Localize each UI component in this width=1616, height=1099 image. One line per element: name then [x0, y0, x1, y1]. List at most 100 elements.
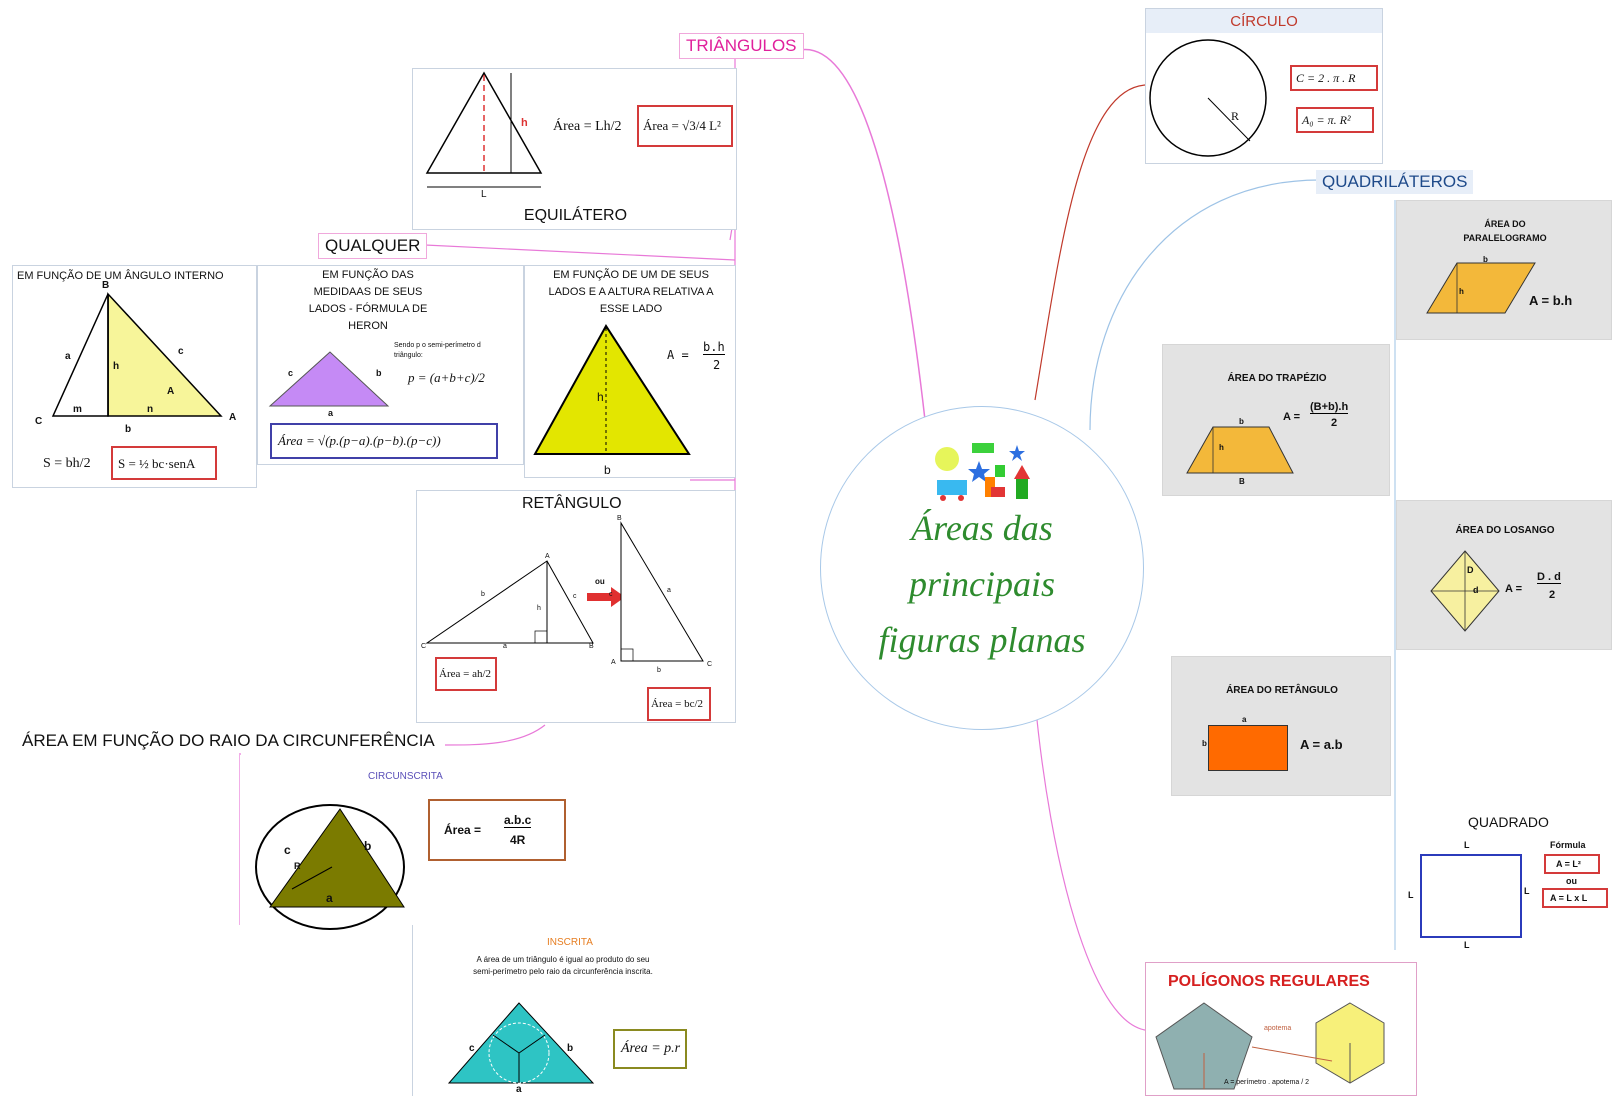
heron-triangle	[268, 351, 390, 407]
connector-triangulos	[799, 48, 926, 421]
retangulo-tri-figure-1	[425, 560, 594, 644]
inscrita-figure	[447, 1002, 595, 1084]
retangulo-tri2-label-C: C	[707, 661, 713, 668]
retangulo-tri-label-c: c	[573, 593, 577, 600]
angulo-label-A-inner: A	[167, 386, 175, 397]
circunscrita-label-b: b	[364, 839, 372, 853]
inscrita-label-c: c	[469, 1043, 475, 1054]
central-title-3: figuras planas	[878, 620, 1086, 660]
retangulo-tri-box1: Área = ah/2	[435, 657, 497, 691]
card-retangulo-tri[interactable]: RETÂNGULO A b c h C a B ou B c a A b C Á…	[416, 490, 736, 723]
branch-quadrilateros[interactable]: QUADRILÁTEROS	[1316, 170, 1474, 194]
circle-figure	[1149, 39, 1267, 157]
losango-figure	[1430, 550, 1500, 632]
card-losango[interactable]: ÁREA DO LOSANGO D d A = D . d 2	[1396, 500, 1612, 650]
inscrita-text-1: A área de um triângulo é igual ao produt…	[476, 955, 650, 964]
branch-qualquer[interactable]: QUALQUER	[318, 233, 428, 259]
equilateral-triangle	[425, 71, 543, 188]
circunscrita-formula-box: Área = a.b.c 4R	[428, 799, 566, 861]
paralelogramo-formula: A = b.h	[1529, 293, 1573, 308]
angulo-label-a: a	[65, 351, 71, 362]
retangulo-tri2-label-A: A	[611, 659, 616, 666]
retangulo-tri-figure-2	[620, 521, 704, 662]
card-circulo[interactable]: CÍRCULO R C = 2 . π . R A₀ = π. R²	[1145, 8, 1383, 164]
poligonos-figures	[1155, 1002, 1385, 1090]
trapezio-prefix: A =	[1283, 411, 1301, 423]
circunscrita-title: CIRCUNSCRITA	[368, 771, 443, 782]
card-trapezio[interactable]: ÁREA DO TRAPÉZIO b h B A = (B+b).h 2	[1162, 344, 1390, 496]
circunscrita-den: 4R	[510, 833, 526, 847]
card-quadrado[interactable]: QUADRADO L L L L Fórmula A = L² ou A = L…	[1396, 800, 1612, 956]
circunscrita-label-a: a	[326, 891, 333, 905]
angulo-formula-box: S = ½ bc·senA	[111, 446, 217, 480]
connector-poligonos	[1034, 699, 1146, 1031]
angulo-triangle	[51, 292, 223, 417]
heron-label-a: a	[328, 408, 334, 418]
paralelogramo-figure	[1426, 262, 1536, 314]
card-altura[interactable]: EM FUNÇÃO DE UM DE SEUS LADOS E A ALTURA…	[524, 265, 736, 478]
heron-title-1: EM FUNÇÃO DAS	[322, 269, 414, 281]
angulo-formula-box-text: S = ½ bc·senA	[118, 456, 196, 471]
equilatero-formula-box: Área = √3/4 L²	[637, 105, 733, 147]
heron-label-c: c	[288, 368, 294, 378]
quadrado-shape	[1420, 854, 1522, 938]
losango-title: ÁREA DO LOSANGO	[1455, 525, 1555, 536]
inscrita-label-a: a	[516, 1084, 522, 1095]
retangulo-formula: A = a.b	[1300, 737, 1343, 752]
branch-raio[interactable]: ÁREA EM FUNÇÃO DO RAIO DA CIRCUNFERÊNCIA	[16, 729, 441, 753]
retangulo-tri2-label-b: b	[657, 667, 661, 674]
branch-triangulos[interactable]: TRIÂNGULOS	[679, 33, 804, 59]
card-inscrita[interactable]: INSCRITA A área de um triângulo é igual …	[412, 925, 737, 1096]
heron-label-b: b	[376, 368, 382, 378]
retangulo-tri-box2: Área = bc/2	[647, 687, 711, 721]
trapezio-den: 2	[1331, 417, 1338, 429]
angulo-label-C: C	[35, 416, 43, 427]
losango-den: 2	[1549, 589, 1556, 601]
circulo-formula-1: C = 2 . π . R	[1290, 65, 1378, 91]
inscrita-text-2: semi-perímetro pelo raio da circunferênc…	[473, 967, 653, 976]
circunscrita-num: a.b.c	[504, 813, 532, 828]
card-equilatero[interactable]: h L Área = Lh/2 Área = √3/4 L² EQUILÁTER…	[412, 68, 737, 230]
circulo-label-R: R	[1231, 109, 1240, 123]
quadrado-title: QUADRADO	[1468, 814, 1549, 830]
circulo-formula-2: A₀ = π. R²	[1296, 107, 1374, 133]
inscrita-label-b: b	[567, 1043, 574, 1054]
connector-quadrilateros	[1089, 179, 1321, 431]
card-paralelogramo[interactable]: ÁREA DO PARALELOGRAMO b h A = b.h	[1396, 200, 1612, 340]
quadrado-f1-text: A = L²	[1556, 859, 1581, 869]
altura-den: 2	[713, 358, 721, 372]
altura-triangle	[533, 324, 691, 455]
altura-num: b.h	[703, 340, 725, 355]
angulo-label-n: n	[147, 404, 154, 415]
trapezio-num: (B+b).h	[1310, 401, 1349, 414]
trapezio-label-h: h	[1219, 443, 1224, 452]
circulo-header	[1146, 9, 1382, 33]
altura-title-2: LADOS E A ALTURA RELATIVA A	[548, 286, 714, 298]
retangulo-tri-label-b: b	[481, 591, 485, 598]
card-angulo[interactable]: EM FUNÇÃO DE UM ÂNGULO INTERNO B a c h A…	[12, 265, 257, 488]
central-node[interactable]: Áreas das principais figuras planas	[820, 406, 1144, 730]
card-circunscrita[interactable]: CIRCUNSCRITA c b R a Área = a.b.c 4R	[240, 755, 590, 930]
retangulo-shape	[1208, 725, 1288, 771]
card-heron[interactable]: EM FUNÇÃO DAS MEDIDAAS DE SEUS LADOS - F…	[257, 265, 524, 465]
paralelogramo-title-1: ÁREA DO	[1484, 219, 1526, 229]
equilatero-label-h: h	[521, 117, 528, 129]
heron-title-2: MEDIDAAS DE SEUS	[313, 286, 423, 298]
heron-area-box-text: Área = √(p.(p−a).(p−b).(p−c))	[278, 433, 441, 448]
card-retangulo[interactable]: ÁREA DO RETÂNGULO a b A = a.b	[1171, 656, 1391, 796]
equilatero-label-L: L	[481, 189, 487, 200]
retangulo-label-a: a	[1242, 715, 1247, 724]
heron-p-formula: p = (a+b+c)/2	[408, 370, 485, 385]
quadrado-f1-box: A = L²	[1544, 854, 1600, 874]
retangulo-tri2-label-a: a	[667, 587, 671, 594]
poligonos-apotema: apotema	[1264, 1025, 1292, 1032]
angulo-title: EM FUNÇÃO DE UM ÂNGULO INTERNO	[17, 270, 224, 282]
quadrado-label-bottom: L	[1464, 940, 1470, 950]
circunscrita-label-R: R	[294, 861, 301, 871]
retangulo-tri-label-C: C	[421, 643, 427, 650]
quadrado-label-left: L	[1408, 890, 1414, 900]
heron-title-4: HERON	[348, 320, 388, 332]
card-poligonos[interactable]: POLÍGONOS REGULARES apotema A = perímetr…	[1145, 962, 1417, 1096]
angulo-label-c: c	[178, 346, 184, 357]
